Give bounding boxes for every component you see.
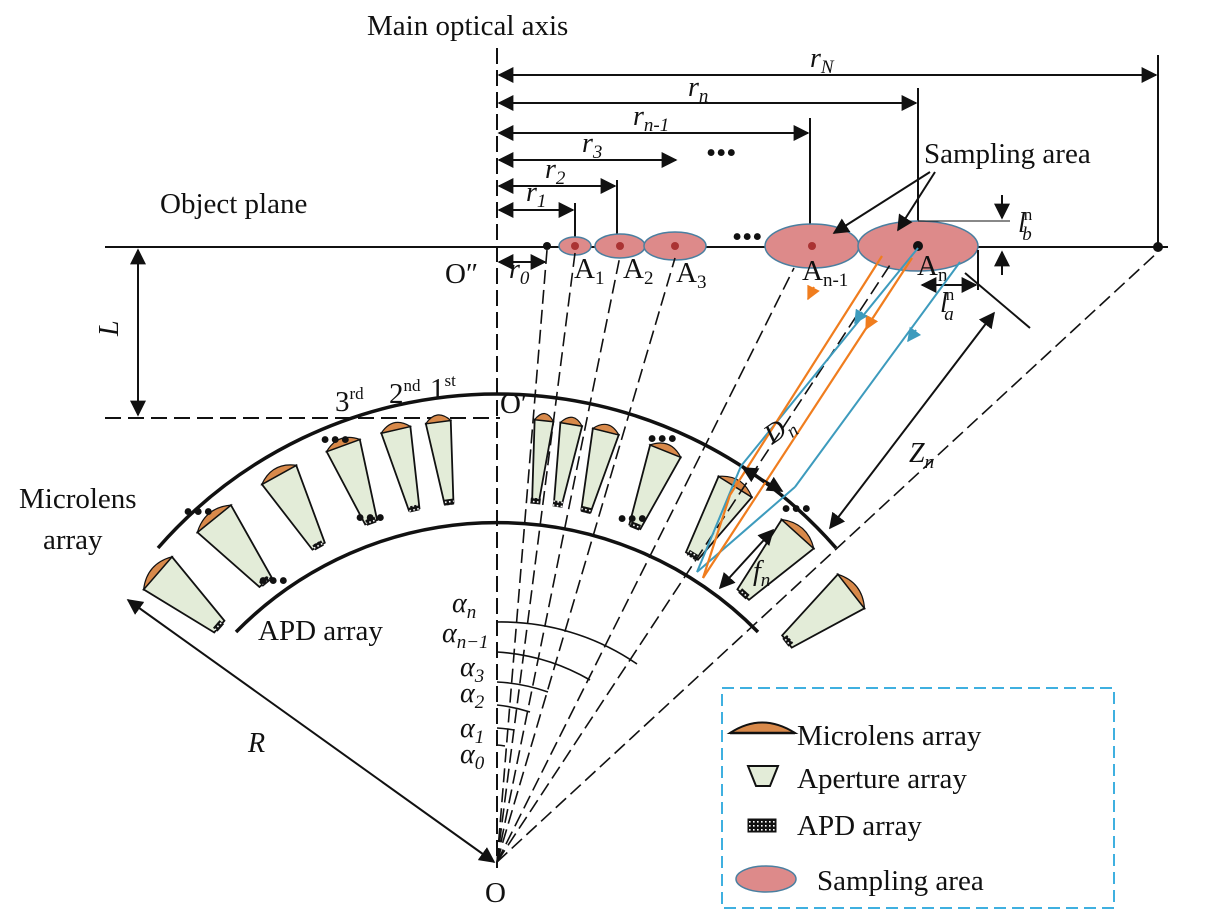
apd-element bbox=[686, 549, 699, 561]
ellipsis-array-3: ••• bbox=[355, 502, 385, 534]
label-r-N: rN bbox=[810, 43, 835, 78]
label-O-double-prime: O″ bbox=[445, 258, 478, 290]
apd-element bbox=[443, 498, 455, 506]
apd-element bbox=[738, 588, 750, 600]
microlens-label-line1: Microlens bbox=[19, 483, 137, 515]
ellipsis-array-5: ••• bbox=[647, 423, 677, 455]
microlens-icon bbox=[726, 721, 799, 734]
apd-element bbox=[580, 505, 592, 515]
apd-element bbox=[552, 500, 564, 508]
label-f-n: fn bbox=[753, 556, 770, 591]
ray-bundle bbox=[696, 247, 961, 579]
fn-dimension bbox=[718, 528, 775, 590]
legend-label-apd: APD array bbox=[797, 810, 922, 842]
label-A-n: An bbox=[917, 250, 948, 286]
sampling-area-icon bbox=[735, 865, 797, 893]
microlens-element bbox=[142, 555, 174, 592]
ellipsis-array-1: ••• bbox=[320, 424, 350, 456]
legend: Microlens array Aperture array APD array… bbox=[721, 687, 1115, 909]
label-alpha-n-1: αn−1 bbox=[442, 618, 489, 653]
label-A-n-1: An-1 bbox=[802, 255, 848, 291]
microlens-label-line2: array bbox=[43, 524, 103, 556]
apd-element bbox=[312, 540, 324, 551]
label-Z-n: Zn bbox=[909, 438, 934, 473]
label-O: O bbox=[485, 877, 506, 909]
inner-arc bbox=[234, 520, 760, 634]
label-r-2: r2 bbox=[545, 154, 566, 189]
label-r-n: rn bbox=[688, 72, 708, 107]
microlens-element bbox=[325, 436, 362, 453]
apd-icon bbox=[747, 818, 777, 833]
ordinal-3rd: 3rd bbox=[335, 384, 364, 418]
angle-arcs bbox=[496, 621, 638, 747]
legend-label-aperture: Aperture array bbox=[797, 763, 967, 795]
microlens-element bbox=[260, 464, 299, 486]
curved-array bbox=[142, 412, 866, 649]
label-r-0: r0 bbox=[509, 254, 530, 289]
microlens-element bbox=[648, 442, 683, 459]
ellipsis-array-2: ••• bbox=[183, 496, 213, 528]
legend-label-sampling: Sampling area bbox=[817, 865, 984, 897]
aperture-icon bbox=[746, 765, 780, 787]
aperture-element bbox=[424, 419, 455, 505]
label-r-n-1: rn-1 bbox=[633, 101, 669, 136]
sampling-areas bbox=[543, 220, 1163, 272]
aperture-element bbox=[380, 425, 421, 512]
radius-dimensions bbox=[497, 55, 1159, 270]
apd-element bbox=[259, 575, 271, 587]
label-A-1: A1 bbox=[574, 253, 604, 289]
apd-element bbox=[782, 635, 794, 647]
title-main-optical-axis: Main optical axis bbox=[367, 10, 568, 42]
microlens-element bbox=[533, 412, 555, 423]
microlens-element bbox=[559, 416, 584, 427]
apd-element bbox=[629, 521, 641, 531]
microlens-element bbox=[379, 421, 412, 435]
apd-element bbox=[530, 497, 541, 505]
label-r-3: r3 bbox=[582, 128, 602, 163]
legend-label-microlens: Microlens array bbox=[797, 720, 982, 752]
ellipsis-array-4: ••• bbox=[258, 565, 288, 597]
apd-element bbox=[408, 504, 420, 513]
Zn-dimension bbox=[829, 311, 995, 530]
sampling-pointer-1 bbox=[832, 171, 931, 234]
microlens-element bbox=[196, 504, 233, 534]
ellipsis-array-6: ••• bbox=[617, 503, 647, 535]
label-A-2: A2 bbox=[623, 253, 653, 289]
dashed-rays bbox=[496, 249, 1159, 863]
ellipsis-radii: ••• bbox=[706, 137, 736, 169]
label-L: L bbox=[94, 320, 125, 337]
microlens-element bbox=[836, 573, 866, 611]
sampling-pointer-2 bbox=[897, 171, 936, 232]
Dn-dimension bbox=[741, 467, 784, 492]
label-R: R bbox=[247, 728, 265, 759]
aperture-element bbox=[531, 418, 555, 504]
apd-array-label: APD array bbox=[258, 615, 383, 647]
object-plane-label: Object plane bbox=[160, 188, 307, 220]
la-leader bbox=[964, 272, 1031, 329]
microlens-element bbox=[424, 414, 453, 425]
microlens-element bbox=[779, 518, 815, 551]
label-A-3: A3 bbox=[676, 257, 706, 293]
ellipsis-samples: ••• bbox=[732, 221, 762, 253]
apd-element bbox=[365, 516, 377, 526]
label-r-1: r1 bbox=[526, 177, 546, 212]
ellipsis-array-7: ••• bbox=[781, 493, 811, 525]
ordinal-2nd: 2nd bbox=[389, 376, 421, 410]
microlens-element bbox=[591, 423, 620, 436]
sampling-area-label: Sampling area bbox=[924, 138, 1091, 170]
R-dimension bbox=[126, 599, 496, 863]
